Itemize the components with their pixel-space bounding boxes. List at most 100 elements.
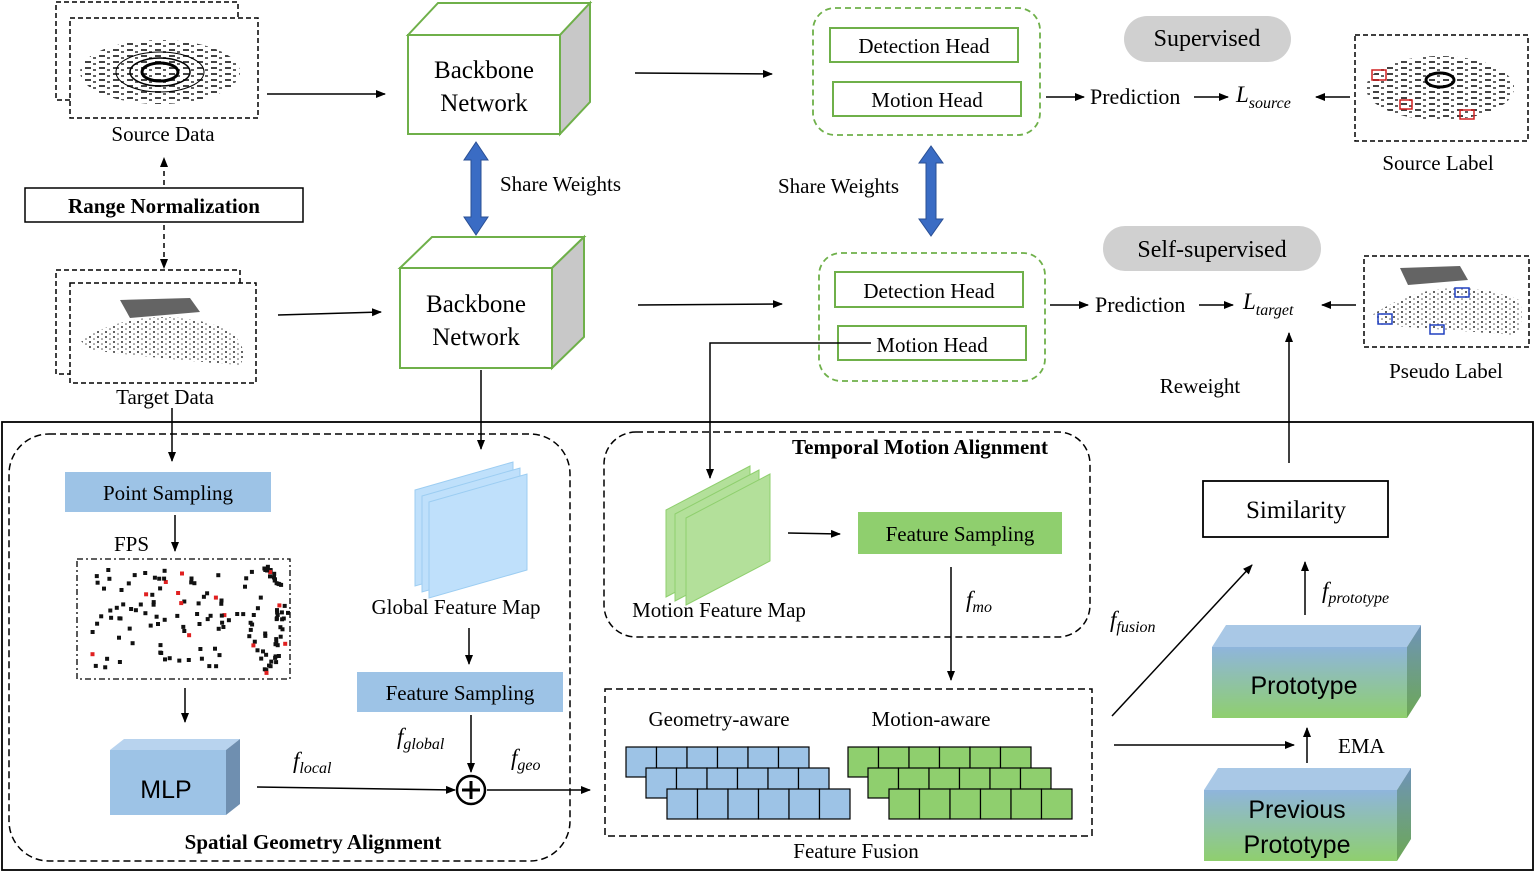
fps-point [105,656,110,661]
fps-label: FPS [114,532,149,556]
fps-point [99,614,104,619]
backbone-target-line1: Backbone [426,291,526,318]
token-cell [727,788,760,820]
fps-point [274,660,279,665]
token-cell [918,788,951,820]
fps-point [143,611,148,616]
pseudo-label-picture [1372,266,1522,335]
fps-point [282,603,287,608]
fps-point [93,663,98,668]
motion-aware-tokens [847,746,1073,820]
fps-point [182,629,187,633]
fps-point [277,603,282,608]
fps-point [259,656,264,661]
fps-point [258,595,263,600]
fps-point [179,601,184,606]
f-fusion: ffusion [1110,607,1156,636]
fps-point [251,613,256,617]
fps-point [264,668,269,673]
temporal-motion-title: Temporal Motion Alignment [792,435,1048,459]
f-prototype: fprototype [1322,578,1389,607]
fps-point [192,581,197,586]
alignment-module-frame [1,421,1534,871]
feature-sum-node [455,774,487,806]
fps-point [252,639,257,644]
fps-point [255,648,260,653]
range-normalization-label: Range Normalization [68,194,260,218]
token-cell [888,788,921,820]
fps-point [195,612,200,616]
source-data-label: Source Data [111,122,215,146]
fps-point [180,571,184,576]
fps-point [269,659,274,664]
fps-point [205,591,210,596]
target-scan-picture [80,298,244,365]
feature-fusion-group [604,688,1093,837]
fps-point [158,650,163,655]
feature-fusion-title: Feature Fusion [793,839,919,863]
fps-point [278,634,283,639]
fps-point [213,646,217,651]
backbone-source: Backbone Network [405,0,593,137]
prototype-block: Prototype [1212,625,1421,718]
backbone-source-line1: Backbone [434,57,534,84]
fps-point [219,601,224,606]
share-weights-backbone-arrow [463,141,489,236]
fps-point [133,608,138,613]
point-sampling-label: Point Sampling [103,481,234,505]
motion-feature-map-label: Motion Feature Map [632,598,806,622]
loss-target: Ltarget [1242,289,1294,319]
fps-point [201,594,206,599]
fps-point [126,581,131,586]
fps-point [138,602,143,607]
spatial-geometry-group [8,433,571,862]
global-feature-map-label: Global Feature Map [371,595,540,619]
geometry-aware-tokens [625,746,851,820]
fps-point [157,576,162,581]
token-cell [666,788,699,820]
fps-point [189,580,194,585]
token-cell [818,788,851,820]
ema-label: EMA [1338,734,1386,758]
backbone-target-line2: Network [432,324,520,351]
f-global: fglobal [397,724,445,753]
fps-point [273,654,278,659]
detection-head-source-box [829,27,1019,63]
share-weights-backbone-label: Share Weights [500,172,621,196]
motion-head-source-box [832,81,1022,117]
fps-point [167,656,172,661]
motion-feature-sampling-box [858,512,1062,554]
fps-point [241,612,246,617]
fps-point [117,660,122,664]
backbone-target: Backbone Network [397,234,587,371]
fps-point [216,626,221,631]
fps-point [197,622,202,626]
fps-point [222,613,227,618]
fps-point [198,647,203,651]
fps-point [90,652,95,657]
fps-point [109,615,114,620]
token-cell [979,788,1012,820]
fps-point [176,591,181,595]
token-cell [1010,788,1043,820]
fps-point [280,617,285,622]
fps-point [275,610,280,615]
fps-point [247,634,252,639]
previous-prototype-block: Previous Prototype [1204,768,1411,861]
fps-point [250,622,255,627]
fps-point [114,605,119,610]
reweight-label: Reweight [1160,374,1241,398]
fps-point [196,601,201,606]
fps-point [152,575,157,580]
token-cell [696,788,729,820]
source-label-picture [1366,56,1514,120]
fps-point [95,621,100,626]
fps-point [226,618,231,623]
global-feature-sampling-box [357,672,563,712]
mlp-block: MLP [110,739,240,815]
fps-point [278,625,283,630]
fps-point [177,658,182,663]
fps-point [275,612,280,617]
fps-point [265,568,270,573]
